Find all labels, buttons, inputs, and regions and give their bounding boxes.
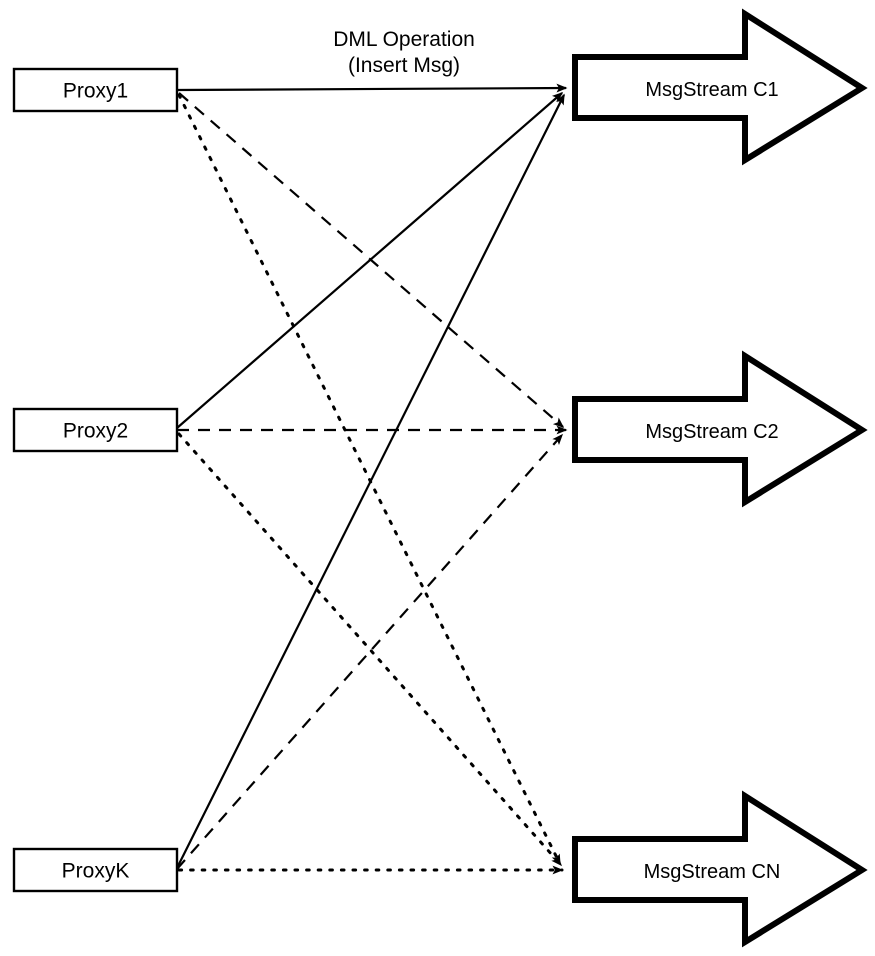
edge-label-dml-operation: DML Operation (Insert Msg) (333, 28, 475, 77)
connection-proxy2-to-stream-cn (177, 432, 563, 867)
connection-proxy2-to-stream-c1 (176, 92, 564, 429)
msgstream-c1-label: MsgStream C1 (645, 79, 778, 101)
connection-layer (176, 83, 568, 875)
msgstream-node-c2[interactable]: MsgStream C2 (572, 350, 868, 508)
connection-proxy1-to-stream-cn (177, 93, 562, 866)
msgstream-cn-label: MsgStream CN (644, 861, 781, 883)
connection-proxy1-to-stream-c1 (176, 83, 568, 93)
connection-proxyk-to-stream-c2 (176, 433, 563, 870)
msgstream-node-c1[interactable]: MsgStream C1 (572, 8, 868, 166)
proxy-node-proxy1[interactable]: Proxy1 (12, 67, 179, 113)
msgstream-node-cn[interactable]: MsgStream CN (572, 790, 868, 948)
proxy-node-proxyk[interactable]: ProxyK (12, 847, 179, 893)
proxy-node-proxy2[interactable]: Proxy2 (12, 407, 179, 453)
msgstream-cn-arrow-shape[interactable] (572, 790, 868, 948)
proxy1-box[interactable] (12, 67, 179, 113)
proxy1-label: Proxy1 (63, 80, 128, 103)
proxyk-box[interactable] (12, 847, 179, 893)
edge-label-line2: (Insert Msg) (348, 54, 460, 77)
msgstream-c2-label: MsgStream C2 (645, 421, 778, 443)
proxyk-label: ProxyK (62, 860, 130, 883)
edge-label-line1: DML Operation (333, 28, 475, 51)
connection-proxyk-to-stream-c1 (176, 93, 565, 869)
proxy2-label: Proxy2 (63, 420, 128, 443)
proxy2-box[interactable] (12, 407, 179, 453)
msgstream-c2-arrow-shape[interactable] (572, 350, 868, 508)
msgstream-c1-arrow-shape[interactable] (572, 8, 868, 166)
